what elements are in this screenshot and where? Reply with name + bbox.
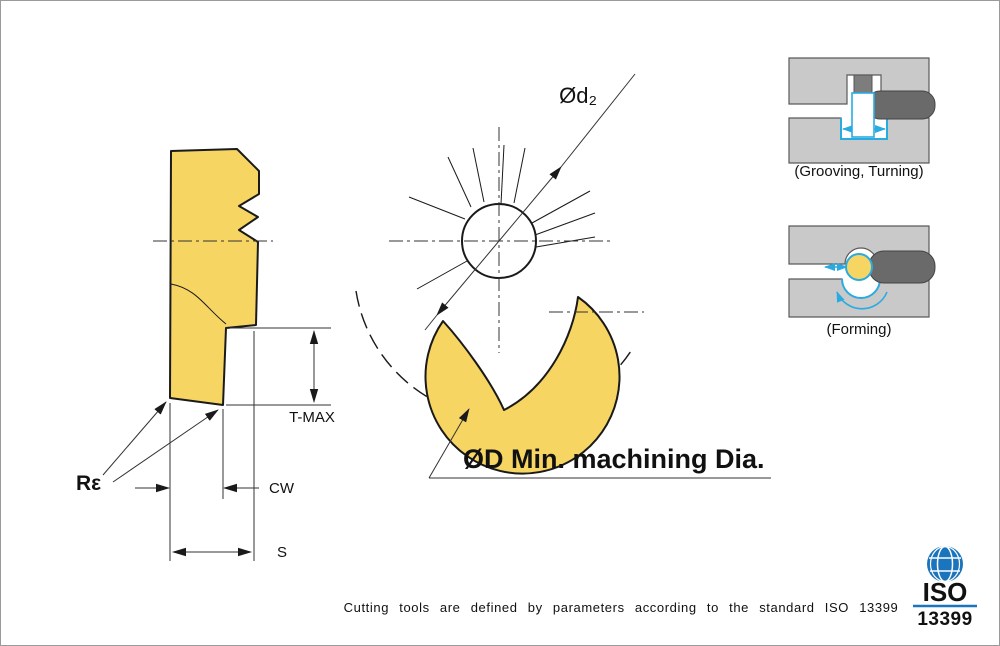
iso-logo-number: 13399	[917, 609, 972, 630]
round-forming-insert	[845, 253, 873, 281]
tool-clamp	[853, 74, 873, 96]
corner-radius-label: Rε	[76, 472, 101, 495]
grooving-insert-tip	[851, 92, 875, 138]
insert-side-view: T-MAX CW S Rε	[76, 148, 335, 561]
hatch-line	[447, 156, 472, 208]
forming-caption: (Forming)	[826, 321, 891, 338]
tmax-label: T-MAX	[289, 409, 335, 426]
min-dia-label: ØD Min. machining Dia.	[463, 444, 765, 474]
hatch-line	[500, 144, 505, 205]
hatch-line	[416, 260, 468, 290]
iso-13399-logo: ISO 13399	[913, 545, 977, 630]
hatch-line	[408, 196, 466, 220]
forming-sweep-arrow	[836, 291, 888, 310]
hatch-line	[472, 147, 485, 203]
tool-shank	[868, 250, 936, 284]
cw-label: CW	[269, 480, 295, 497]
re-leader-line-2	[112, 409, 219, 483]
tool-shank	[866, 90, 936, 120]
formed-groove-highlight	[841, 278, 881, 299]
insert-side-profile	[169, 148, 260, 406]
d2-label: Ød₂	[559, 83, 597, 108]
application-grooving-turning: (Grooving, Turning)	[788, 57, 936, 180]
blade-contour-line	[170, 283, 227, 325]
standard-note: Cutting tools are defined by parameters …	[344, 600, 899, 615]
grooving-caption: (Grooving, Turning)	[794, 163, 923, 180]
d2-extension-stub-upper	[560, 73, 636, 168]
iso-logo-name: ISO	[923, 577, 968, 607]
globe-icon	[927, 545, 963, 583]
d2-extension-stub-lower	[424, 314, 438, 331]
d2-dimension-line	[436, 166, 562, 316]
min-dia-leader-arrow	[428, 408, 470, 479]
hatch-line	[513, 147, 526, 204]
machined-groove-highlight	[840, 118, 888, 140]
s-label: S	[277, 544, 287, 561]
insert-front-profile	[424, 296, 621, 475]
insert-front-view: Ød₂ ØD Min. machining Dia.	[355, 73, 771, 479]
re-leader-line-1	[102, 401, 167, 476]
hatch-line	[535, 236, 596, 248]
application-forming: (Forming)	[788, 225, 936, 338]
